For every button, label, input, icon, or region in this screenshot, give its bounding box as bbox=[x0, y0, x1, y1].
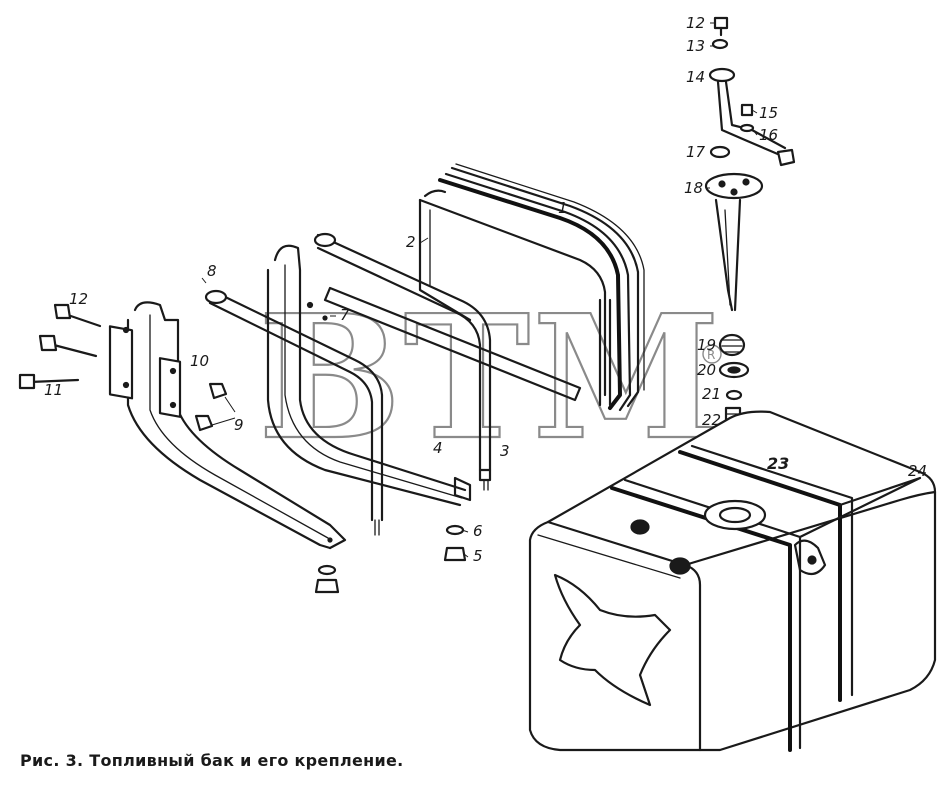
callouts: 1 2 3 4 5 6 7 8 9 10 11 12 12 13 14 15 1… bbox=[44, 14, 927, 565]
part-24-fuel-tank bbox=[528, 410, 937, 752]
sender-unit bbox=[704, 16, 796, 312]
callout-6: 6 bbox=[473, 522, 483, 540]
part-10-bracket bbox=[108, 301, 347, 550]
callout-5: 5 bbox=[473, 547, 483, 565]
nuts-9 bbox=[194, 382, 236, 432]
part-1-pad bbox=[438, 163, 645, 412]
figure-caption: Рис. 3. Топливный бак и его крепление. bbox=[20, 751, 404, 770]
callout-16: 16 bbox=[759, 126, 778, 144]
lower-nuts bbox=[314, 524, 467, 594]
callout-20: 20 bbox=[697, 361, 716, 379]
callout-11: 11 bbox=[44, 381, 63, 399]
callout-14: 14 bbox=[686, 68, 705, 86]
bolts-11-12 bbox=[18, 303, 102, 390]
callout-8: 8 bbox=[207, 262, 217, 280]
callout-3: 3 bbox=[500, 442, 510, 460]
callout-22: 22 bbox=[702, 411, 721, 429]
callout-9: 9 bbox=[234, 416, 244, 434]
callout-12-sender: 12 bbox=[686, 14, 705, 32]
registered-mark-circle bbox=[702, 344, 722, 364]
registered-mark: R bbox=[707, 348, 715, 362]
callout-4: 4 bbox=[433, 439, 443, 457]
callout-2: 2 bbox=[406, 233, 416, 251]
callout-21: 21 bbox=[702, 385, 721, 403]
callout-1: 1 bbox=[558, 199, 568, 217]
callout-12-bolt: 12 bbox=[69, 290, 88, 308]
leader-lines bbox=[201, 22, 758, 558]
callout-23: 23 bbox=[767, 454, 789, 473]
callout-13: 13 bbox=[686, 37, 705, 55]
callout-24: 24 bbox=[908, 462, 927, 480]
part-3-strap bbox=[313, 232, 582, 491]
part-4-strap bbox=[204, 244, 472, 536]
callout-10: 10 bbox=[190, 352, 209, 370]
callout-17: 17 bbox=[686, 143, 706, 161]
callout-18: 18 bbox=[684, 179, 703, 197]
part-2-pad bbox=[418, 189, 607, 397]
callout-15: 15 bbox=[759, 104, 778, 122]
callout-7: 7 bbox=[340, 306, 350, 324]
callout-19: 19 bbox=[697, 336, 716, 354]
